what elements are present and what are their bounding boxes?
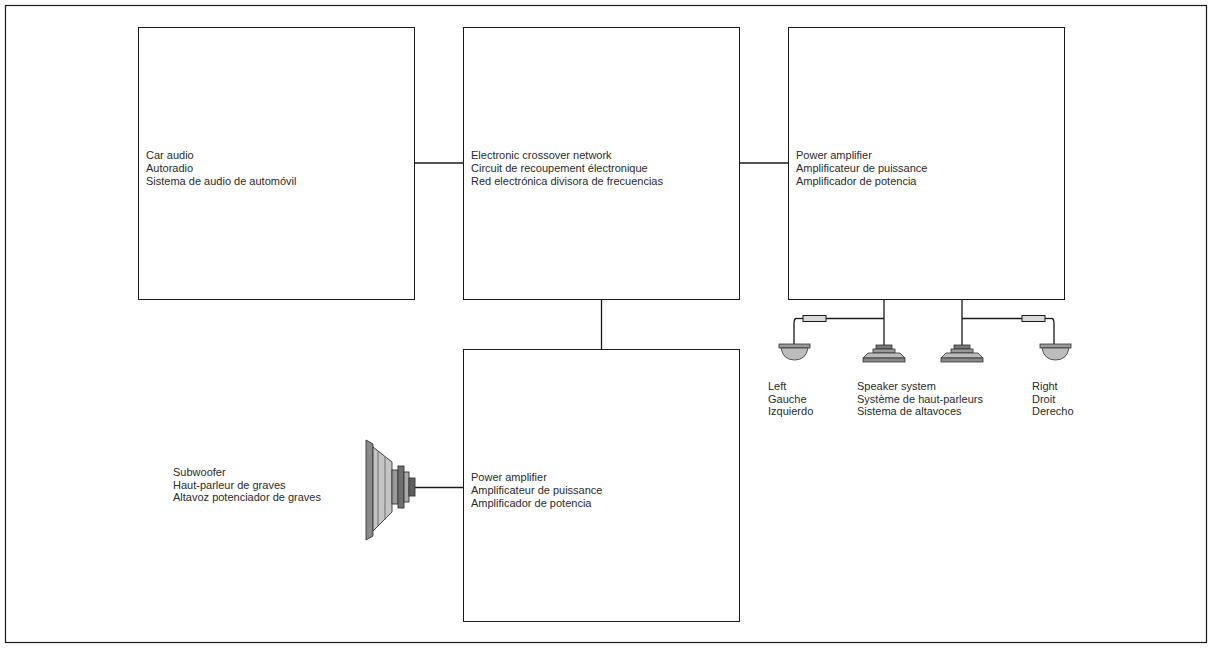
part-label: Système de haut-parleurs bbox=[857, 393, 983, 406]
part-label: Izquierdo bbox=[768, 405, 813, 418]
part-label: Speaker system bbox=[857, 380, 936, 393]
signal-line bbox=[415, 162, 463, 163]
tweeter-left bbox=[779, 344, 810, 360]
part-label: Sistema de altavoces bbox=[857, 405, 962, 418]
block-text: Amplificador de potencia bbox=[796, 175, 1058, 188]
crossover-filters bbox=[803, 316, 1045, 322]
block-text: Circuit de recoupement électronique bbox=[471, 162, 733, 175]
frame bbox=[6, 6, 1207, 643]
block-text: Car audio bbox=[146, 149, 408, 162]
block-text: Power amplifier bbox=[796, 149, 1058, 162]
block-text: Sistema de audio de automóvil bbox=[146, 175, 408, 188]
block-text: Amplificador de potencia bbox=[471, 497, 733, 510]
part-label: Altavoz potenciador de graves bbox=[173, 491, 321, 504]
part-label: Gauche bbox=[768, 393, 807, 406]
part-label: Haut-parleur de graves bbox=[173, 479, 286, 492]
block-box: Car audioAutoradioSistema de audio de au… bbox=[138, 27, 415, 300]
block-box: Power amplifierAmplificateur de puissanc… bbox=[463, 349, 740, 622]
part-label: Subwoofer bbox=[173, 466, 226, 479]
block-text: Red electrónica divisora de frecuencias bbox=[471, 175, 733, 188]
part-label: Derecho bbox=[1032, 405, 1074, 418]
tweeter-right bbox=[1040, 344, 1071, 360]
block-box: Power amplifierAmplificateur de puissanc… bbox=[788, 27, 1065, 300]
part-label: Right bbox=[1032, 380, 1058, 393]
woofer-right bbox=[941, 345, 983, 362]
speaker-wires bbox=[415, 299, 1054, 488]
subwoofer-illustration bbox=[366, 440, 415, 540]
block-text: Power amplifier bbox=[471, 471, 733, 484]
part-label: Droit bbox=[1032, 393, 1055, 406]
woofer-left bbox=[863, 345, 905, 362]
block-text: Amplificateur de puissance bbox=[796, 162, 1058, 175]
block-text: Amplificateur de puissance bbox=[471, 484, 733, 497]
block-text: Electronic crossover network bbox=[471, 149, 733, 162]
block-text: Autoradio bbox=[146, 162, 408, 175]
signal-line bbox=[601, 300, 602, 349]
part-label: Left bbox=[768, 380, 786, 393]
signal-line bbox=[740, 162, 788, 163]
block-box: Electronic crossover networkCircuit de r… bbox=[463, 27, 740, 300]
